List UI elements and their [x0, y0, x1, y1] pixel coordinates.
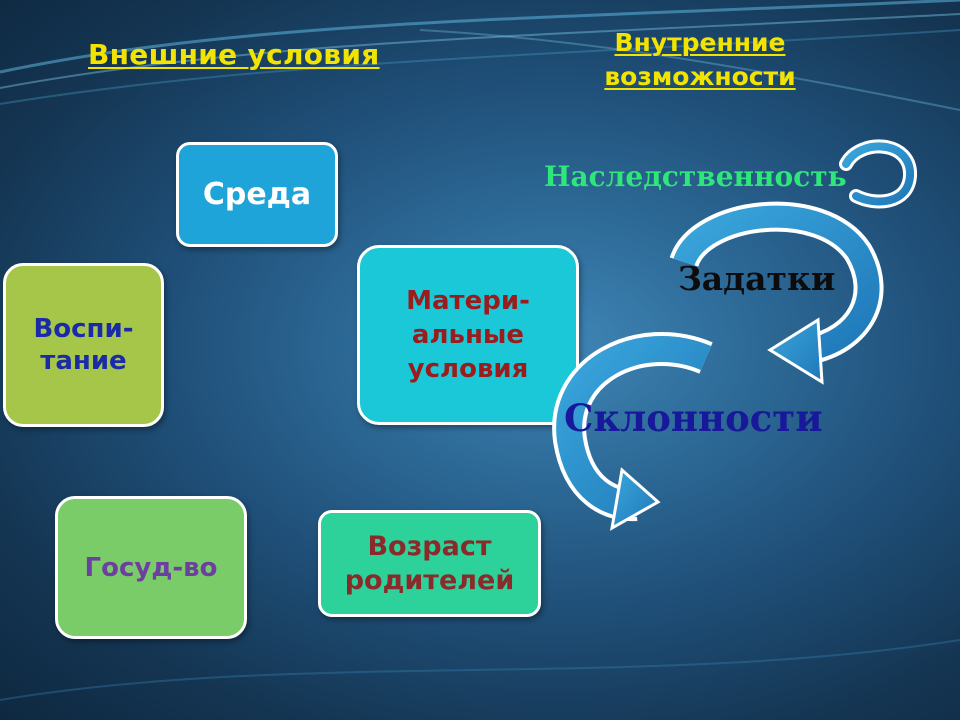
inner-possibilities-heading: Внутренние возможности — [604, 28, 796, 91]
upbringing-box: Воспи- тание — [3, 263, 164, 427]
outer-conditions-heading: Внешние условия — [88, 38, 380, 71]
state-box: Госуд-во — [55, 496, 247, 639]
material-conditions-box: Матери- альные условия — [357, 245, 579, 425]
aptitudes-label: Задатки — [678, 259, 836, 298]
parents-age-label: Возраст родителей — [344, 530, 515, 596]
environment-box: Среда — [176, 142, 338, 247]
inclinations-label: Склонности — [564, 396, 823, 440]
environment-label: Среда — [202, 177, 312, 212]
material-conditions-label: Матери- альные условия — [406, 286, 530, 384]
parents-age-box: Возраст родителей — [318, 510, 541, 617]
upbringing-label: Воспи- тание — [33, 314, 134, 376]
state-label: Госуд-во — [84, 552, 218, 583]
heredity-label: Наследственность — [544, 160, 847, 193]
